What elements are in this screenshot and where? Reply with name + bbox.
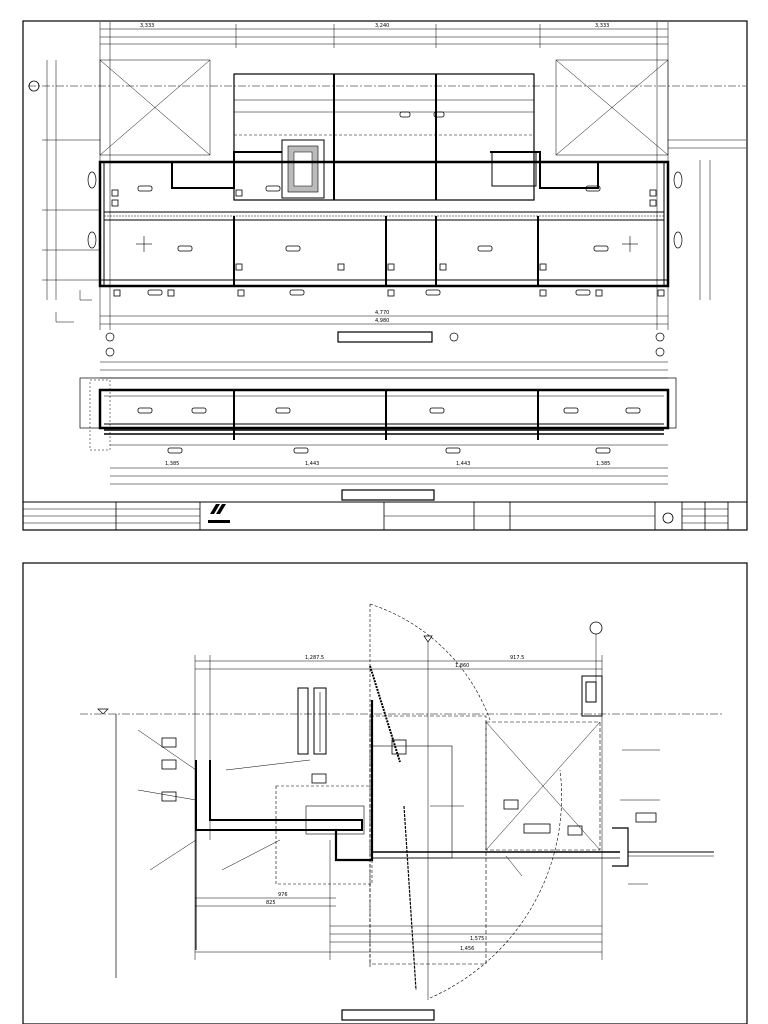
dim-label: 1,385 (165, 461, 179, 467)
main-wall-band (98, 160, 670, 288)
slab-walls (195, 700, 714, 950)
small-box-fixtures (111, 189, 665, 297)
axis-bubble (105, 332, 115, 342)
dim-label: 1,860 (455, 663, 469, 669)
void-boxes (99, 59, 669, 156)
left-dimension-lines (42, 60, 100, 300)
bottom-top-dims (194, 655, 603, 960)
dim-label: 3,240 (375, 23, 389, 29)
callout-boxes (161, 737, 657, 836)
central-block (233, 73, 535, 201)
dim-label: 825 (266, 900, 276, 906)
plan-bottom-dims (55, 290, 668, 325)
bottom-sheet-border (22, 562, 748, 1024)
dim-label: 3,333 (140, 23, 154, 29)
company-logo (208, 504, 230, 523)
plan-title-box (337, 331, 433, 343)
bottom-dims (195, 840, 602, 960)
section-slots (137, 407, 641, 454)
dim-label: 1,575 (470, 936, 484, 942)
dim-label: 4,770 (375, 310, 389, 316)
level-marker (97, 708, 109, 715)
dim-label: 1,443 (305, 461, 319, 467)
crosshair-marks (136, 236, 638, 252)
dim-label: 917.5 (510, 655, 524, 661)
dim-label: 1,456 (460, 946, 474, 952)
top-sheet: 3,333 3,240 3,333 (22, 20, 748, 531)
section-body (275, 715, 601, 965)
axis-bubble (589, 621, 603, 635)
level-marker (423, 635, 433, 643)
sheet-symbol (662, 512, 674, 524)
title-block (23, 501, 747, 530)
dim-label: 1,287.5 (305, 655, 324, 661)
right-dimension-lines (668, 139, 746, 300)
dim-label: 1,443 (456, 461, 470, 467)
upper-members (297, 665, 603, 991)
axis-bubble (655, 347, 665, 357)
axis-bubble (28, 80, 40, 92)
leader-lines (137, 729, 660, 885)
dim-label: 3,333 (595, 23, 609, 29)
stepped-outline (100, 151, 668, 189)
top-sheet-border (22, 20, 748, 531)
top-dimension-lines (99, 22, 669, 330)
dim-label: 976 (278, 892, 288, 898)
side-circles (87, 171, 683, 249)
section-title-box (341, 1009, 435, 1021)
axis-bubble (105, 347, 115, 357)
north-symbol (449, 332, 459, 342)
axis-bubble (655, 332, 665, 342)
dim-label: 1,385 (596, 461, 610, 467)
section-strip (79, 361, 677, 485)
section-title-box (341, 489, 435, 501)
bottom-sheet: 1,287.5 917.5 1,860 (22, 562, 748, 1024)
slot-fixtures (137, 111, 609, 296)
dim-label: 4,980 (375, 318, 389, 324)
